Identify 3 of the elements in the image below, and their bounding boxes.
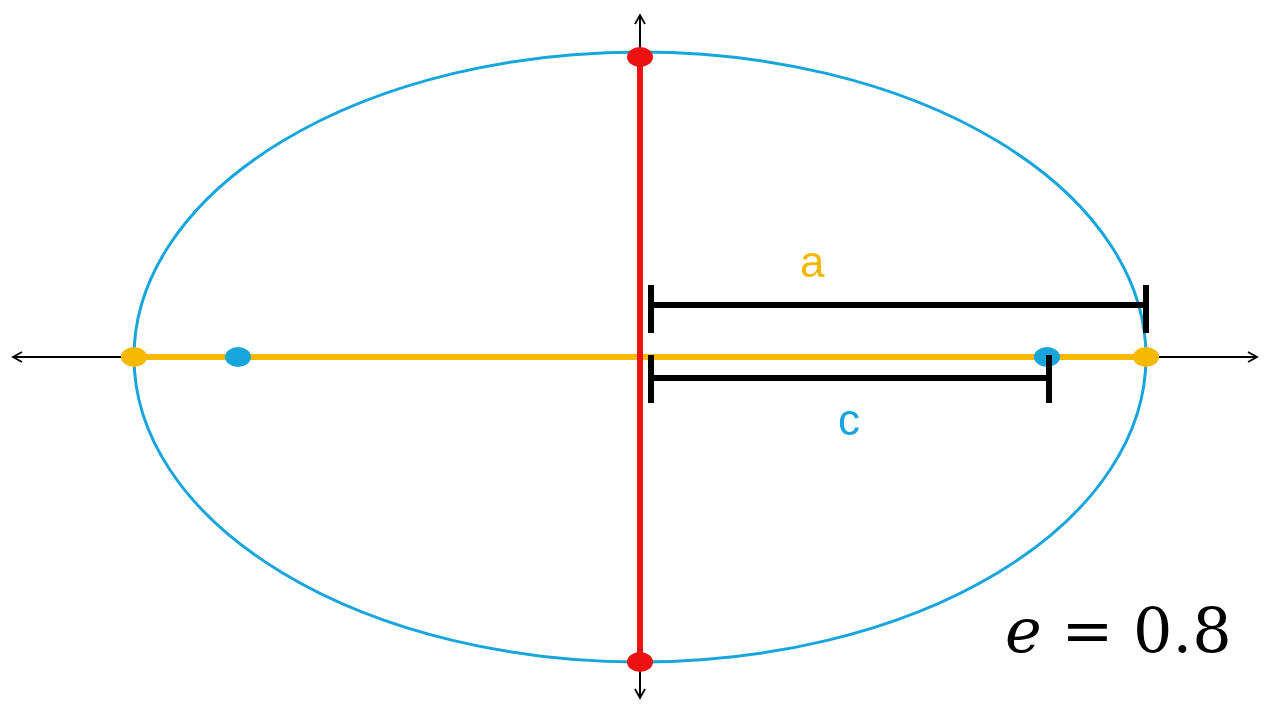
eccentricity-equation: e = 0.8 [1005,600,1232,662]
dimension-label: c [838,398,860,442]
dimension-label: a [800,240,825,284]
